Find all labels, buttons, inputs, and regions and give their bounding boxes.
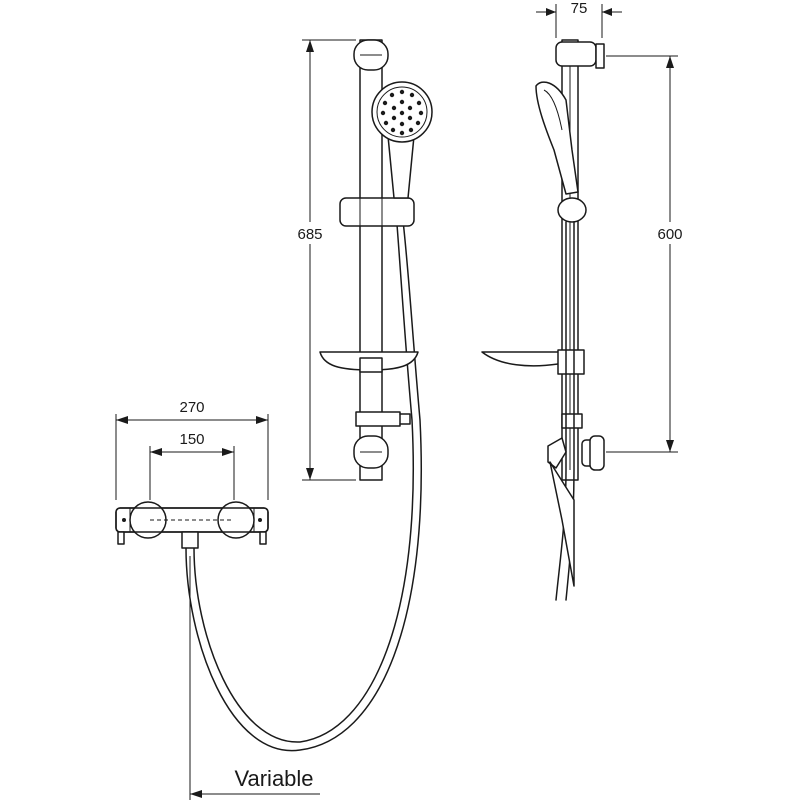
valve-side	[547, 437, 567, 469]
dim-label-variable: Variable	[234, 766, 313, 791]
handset-side	[535, 81, 579, 195]
dimension-270: 270	[115, 399, 269, 500]
handset-handle	[387, 135, 415, 199]
dimension-75: 75	[536, 0, 622, 38]
top-bracket-side	[555, 41, 597, 67]
front-view	[115, 39, 433, 752]
soap-dish-side	[481, 351, 561, 367]
slider-holder	[339, 197, 415, 227]
dim-label-270: 270	[179, 399, 204, 416]
dimension-685: 685	[290, 39, 356, 481]
spray-nozzles	[380, 89, 424, 136]
side-view	[481, 39, 605, 601]
slider-side	[557, 197, 587, 223]
thermostatic-valve	[115, 501, 269, 549]
shower-hose-side	[555, 221, 567, 601]
shower-hose-front	[185, 211, 423, 752]
dimension-variable: Variable	[189, 556, 320, 800]
dim-label-600: 600	[657, 226, 682, 243]
shower-hose-front-inner	[193, 211, 414, 743]
dim-label-150: 150	[179, 431, 204, 448]
dimension-150: 150	[149, 431, 235, 500]
dim-label-685: 685	[297, 226, 322, 243]
dimension-600: 600	[606, 55, 690, 453]
hose-retainer	[355, 411, 401, 427]
dim-label-75: 75	[571, 0, 588, 17]
